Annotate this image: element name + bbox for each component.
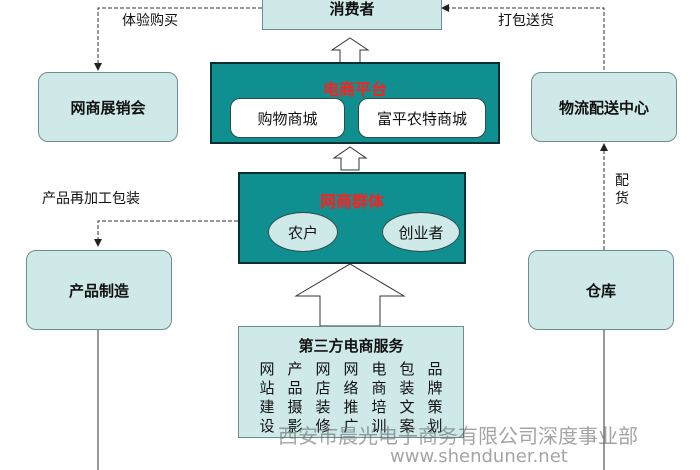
services-grid-char: 训 bbox=[371, 417, 387, 435]
product-manufacturing-box: 产品制造 bbox=[26, 250, 172, 330]
services-grid-char: 设 bbox=[259, 417, 275, 435]
services-grid-char: 建 bbox=[259, 398, 275, 416]
services-grid-char: 络 bbox=[343, 379, 359, 397]
services-grid-char: 电 bbox=[371, 360, 387, 378]
services-grid-char: 网 bbox=[259, 360, 275, 378]
services-grid-char: 牌 bbox=[427, 379, 443, 397]
ecommerce-platform-box: 电商平台 购物商城 富平农特商城 bbox=[210, 62, 500, 144]
platform-item-label: 购物商城 bbox=[257, 109, 318, 128]
services-grid-char: 策 bbox=[427, 398, 443, 416]
arrow-services-to-group bbox=[294, 263, 406, 327]
group-item-label: 创业者 bbox=[398, 223, 444, 242]
services-grid-char: 文 bbox=[399, 398, 415, 416]
label-distribution: 配货 bbox=[615, 173, 629, 207]
services-grid-row: 网产网网电包品 bbox=[239, 360, 463, 379]
services-grid-row: 建摄装推培文策 bbox=[239, 398, 463, 417]
group-item-label: 农户 bbox=[287, 223, 318, 242]
arrow-platform-to-consumer bbox=[330, 37, 370, 65]
platform-item-fuping-mall: 富平农特商城 bbox=[358, 98, 486, 138]
services-grid-char: 站 bbox=[259, 379, 275, 397]
group-item-farmers: 农户 bbox=[268, 212, 338, 252]
online-fair-label: 网商展销会 bbox=[70, 98, 146, 117]
label-reprocess-package: 产品再加工包装 bbox=[42, 191, 140, 207]
label-pack-ship: 打包送货 bbox=[498, 13, 554, 29]
services-grid-char: 品 bbox=[427, 360, 443, 378]
line-consumer-to-fair bbox=[94, 7, 262, 71]
online-group-title: 网商群体 bbox=[319, 192, 384, 211]
services-grid-char: 装 bbox=[399, 379, 415, 397]
services-grid-char: 网 bbox=[315, 360, 331, 378]
online-group-box: 网商群体 农户 创业者 bbox=[238, 172, 466, 264]
services-title: 第三方电商服务 bbox=[298, 337, 404, 355]
services-grid-char: 影 bbox=[287, 417, 303, 435]
watermark-company: 西安市晨光电子商务有限公司深度事业部 bbox=[278, 424, 638, 448]
services-grid-char: 案 bbox=[399, 417, 415, 435]
services-grid-row: 站品店络商装牌 bbox=[239, 379, 463, 398]
services-grid: 网产网网电包品站品店络商装牌建摄装推培文策设影修广训案划 bbox=[239, 360, 463, 436]
platform-item-shopping-mall: 购物商城 bbox=[230, 98, 345, 138]
services-grid-char: 包 bbox=[399, 360, 415, 378]
services-grid-char: 培 bbox=[371, 398, 387, 416]
services-grid-row: 设影修广训案划 bbox=[239, 417, 463, 436]
warehouse-box: 仓库 bbox=[528, 250, 674, 330]
warehouse-label: 仓库 bbox=[585, 281, 616, 300]
services-grid-char: 店 bbox=[315, 379, 331, 397]
product-manufacturing-label: 产品制造 bbox=[68, 281, 129, 300]
line-logistics-to-consumer bbox=[441, 4, 605, 70]
ecommerce-platform-title: 电商平台 bbox=[322, 80, 387, 99]
watermark-site: www.shenduner.net bbox=[390, 446, 568, 467]
consumer-box: 消费者 bbox=[262, 0, 442, 30]
services-grid-char: 品 bbox=[287, 379, 303, 397]
line-group-to-manufacturing bbox=[94, 220, 238, 247]
group-item-entrepreneurs: 创业者 bbox=[382, 212, 460, 252]
arrow-group-to-platform bbox=[332, 146, 368, 171]
services-grid-char: 网 bbox=[343, 360, 359, 378]
services-grid-char: 划 bbox=[427, 417, 443, 435]
logistics-center-box: 物流配送中心 bbox=[531, 72, 677, 142]
logistics-center-label: 物流配送中心 bbox=[558, 98, 649, 117]
services-grid-char: 装 bbox=[315, 398, 331, 416]
services-grid-char: 摄 bbox=[287, 398, 303, 416]
third-party-services-box: 第三方电商服务 网产网网电包品站品店络商装牌建摄装推培文策设影修广训案划 bbox=[238, 326, 464, 438]
online-fair-box: 网商展销会 bbox=[38, 72, 178, 142]
services-grid-char: 推 bbox=[343, 398, 359, 416]
platform-item-label: 富平农特商城 bbox=[376, 109, 467, 128]
services-grid-char: 广 bbox=[343, 417, 359, 435]
services-grid-char: 修 bbox=[315, 417, 331, 435]
services-grid-char: 产 bbox=[287, 360, 303, 378]
services-grid-char: 商 bbox=[371, 379, 387, 397]
consumer-label: 消费者 bbox=[329, 0, 375, 18]
label-experience-purchase: 体验购买 bbox=[122, 13, 178, 29]
